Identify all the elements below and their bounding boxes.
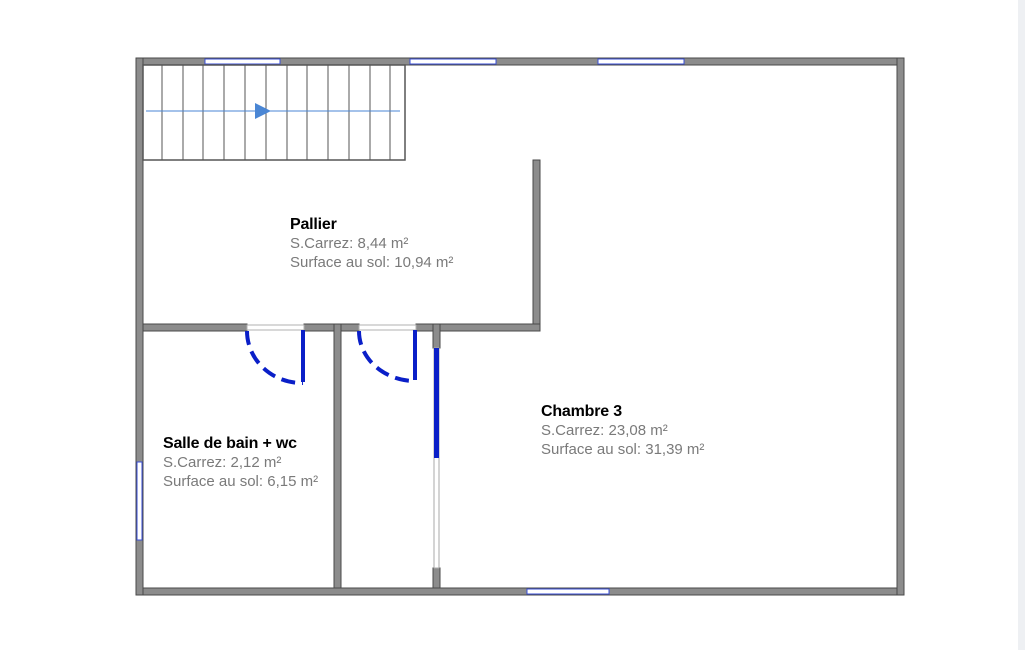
- room-carrez: S.Carrez: 8,44 m²: [290, 235, 409, 252]
- stair-arrow-icon: [255, 103, 271, 119]
- room-surface: Surface au sol: 31,39 m²: [541, 441, 705, 458]
- room-surface: Surface au sol: 10,94 m²: [290, 254, 454, 271]
- room-label-pallier: Pallier S.Carrez: 8,44 m² Surface au sol…: [290, 215, 453, 272]
- windows: [136, 58, 685, 595]
- room-label-salle-de-bain: Salle de bain + wc S.Carrez: 2,12 m² Sur…: [163, 434, 318, 491]
- door-corridor: [357, 330, 417, 383]
- staircase: [142, 64, 406, 161]
- door-thresholds: [246, 324, 417, 331]
- window-top-3: [597, 58, 685, 65]
- sliding-door: [433, 347, 440, 569]
- room-name: Pallier: [290, 216, 337, 233]
- door-bathroom: [245, 330, 305, 386]
- room-surface: Surface au sol: 6,15 m²: [163, 473, 319, 490]
- room-carrez: S.Carrez: 2,12 m²: [163, 454, 282, 471]
- room-carrez: S.Carrez: 23,08 m²: [541, 422, 668, 439]
- window-bottom: [526, 588, 610, 595]
- window-top-1: [204, 58, 281, 65]
- window-top-2: [409, 58, 497, 65]
- room-name: Chambre 3: [541, 403, 622, 420]
- room-name: Salle de bain + wc: [163, 435, 297, 452]
- image-border: [1018, 0, 1025, 650]
- room-label-chambre-3: Chambre 3 S.Carrez: 23,08 m² Surface au …: [541, 402, 704, 459]
- window-left: [136, 461, 143, 541]
- outer-walls: [135, 57, 905, 596]
